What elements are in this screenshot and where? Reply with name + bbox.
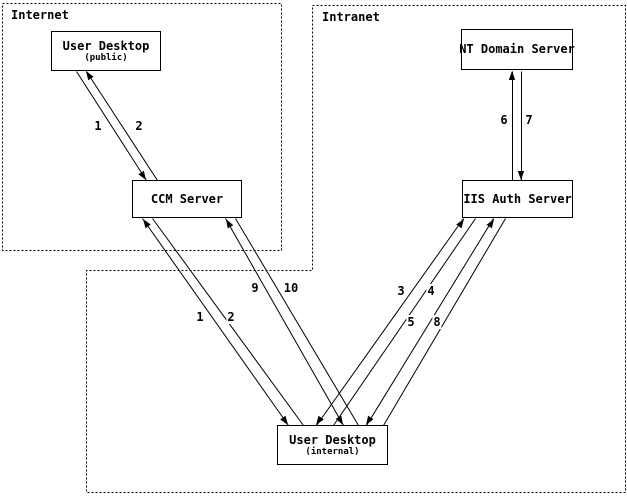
arrow-step-label: 4 — [426, 284, 436, 298]
node-subtitle: (public) — [84, 52, 128, 63]
arrowhead-2 — [143, 219, 151, 229]
node-user-desktop-public: User Desktop (public) — [51, 31, 161, 71]
node-title: User Desktop — [62, 38, 150, 53]
arrowhead-7 — [486, 219, 494, 229]
arrow-step-label: 8 — [432, 315, 442, 329]
zone-label-intranet: Intranet — [322, 10, 380, 24]
arrow-step-label: 2 — [134, 119, 144, 133]
arrowhead-4 — [508, 71, 516, 80]
connection-line-public-desktop-to-ccm-a — [76, 71, 147, 181]
node-user-desktop-internal: User Desktop (internal) — [277, 425, 388, 465]
node-ccm-server: CCM Server — [132, 180, 242, 218]
arrowhead-0 — [86, 71, 94, 81]
arrow-step-label: 10 — [282, 281, 300, 295]
connection-line-iis-to-internal-pair1-a — [316, 218, 464, 426]
node-iis-auth-server: IIS Auth Server — [462, 180, 573, 218]
arrowhead-8 — [280, 415, 288, 425]
arrowhead-6 — [456, 219, 464, 229]
arrow-step-label: 5 — [406, 315, 416, 329]
zone-outline-intranet — [86, 5, 626, 493]
node-subtitle: (internal) — [305, 446, 360, 457]
zone-outline-internet — [2, 3, 282, 251]
connection-line-iis-to-internal-pair1-b — [333, 218, 476, 426]
node-title: IIS Auth Server — [463, 191, 572, 206]
arrowhead-10 — [335, 415, 343, 425]
arrow-step-label: 3 — [396, 284, 406, 298]
connection-line-public-desktop-to-ccm-b — [86, 71, 158, 181]
arrowhead-3 — [226, 219, 234, 229]
connection-line-iis-to-internal-pair2-a — [366, 218, 494, 426]
arrowhead-1 — [138, 170, 146, 180]
node-title: User Desktop — [289, 432, 376, 447]
arrow-step-label: 9 — [250, 281, 260, 295]
arrow-step-label: 6 — [499, 113, 509, 127]
connection-line-ccm-to-internal-pair2-a — [225, 218, 344, 426]
arrow-step-label: 1 — [93, 119, 103, 133]
connection-line-ccm-to-internal-pair2-b — [235, 218, 359, 426]
zone-label-internet: Internet — [11, 8, 69, 22]
connection-line-iis-to-internal-pair2-b — [383, 218, 506, 426]
arrowhead-5 — [517, 171, 525, 180]
arrow-step-label: 1 — [195, 310, 205, 324]
arrow-step-label: 2 — [226, 310, 236, 324]
node-title: NT Domain Server — [459, 42, 575, 56]
arrowhead-9 — [316, 415, 324, 425]
connection-line-ccm-to-internal-pair1-a — [142, 218, 289, 426]
node-nt-domain-server: NT Domain Server — [459, 29, 575, 70]
arrow-step-label: 7 — [524, 113, 534, 127]
arrowhead-11 — [366, 415, 374, 425]
node-title: CCM Server — [150, 191, 224, 206]
